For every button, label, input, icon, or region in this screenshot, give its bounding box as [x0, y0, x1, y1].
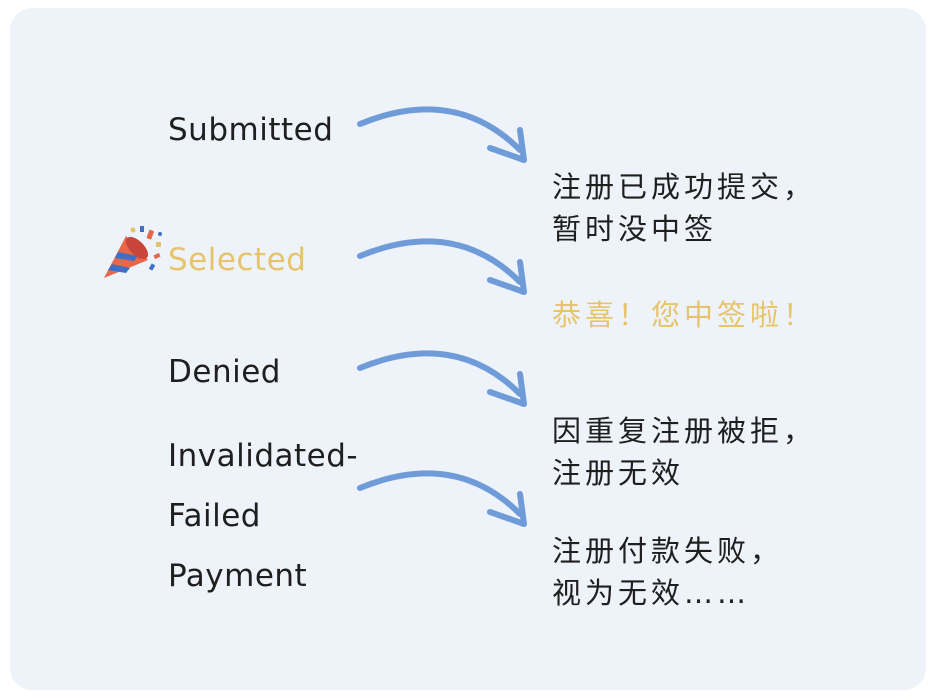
- description-line: 恭喜！您中签啦！: [552, 298, 817, 332]
- description-submitted: 注册已成功提交， 暂时没中签: [552, 166, 816, 250]
- arrow-denied: [357, 350, 527, 407]
- description-line: 注册已成功提交，: [552, 170, 817, 204]
- diagram-card: [10, 8, 926, 690]
- arrow-invalidated: [357, 470, 527, 527]
- arrow-submitted: [357, 106, 527, 163]
- status-invalidated-line-2: Failed: [168, 498, 261, 534]
- status-denied: Denied: [168, 354, 281, 390]
- description-denied: 因重复注册被拒， 注册无效: [552, 410, 816, 494]
- status-submitted: Submitted: [168, 112, 334, 148]
- description-line: 注册付款失败，: [552, 534, 784, 568]
- description-line: 暂时没中签: [552, 212, 718, 246]
- status-selected: Selected: [168, 242, 307, 278]
- description-line: 因重复注册被拒，: [552, 414, 817, 448]
- description-invalidated: 注册付款失败， 视为无效……: [552, 530, 783, 614]
- description-selected: 恭喜！您中签啦！: [552, 294, 816, 336]
- party-popper-icon: [104, 226, 162, 278]
- description-line: 视为无效……: [552, 576, 751, 610]
- description-line: 注册无效: [552, 456, 685, 490]
- status-invalidated-line-3: Payment: [168, 558, 308, 594]
- status-invalidated-line-1: Invalidated-: [168, 438, 359, 474]
- arrow-selected: [357, 238, 527, 295]
